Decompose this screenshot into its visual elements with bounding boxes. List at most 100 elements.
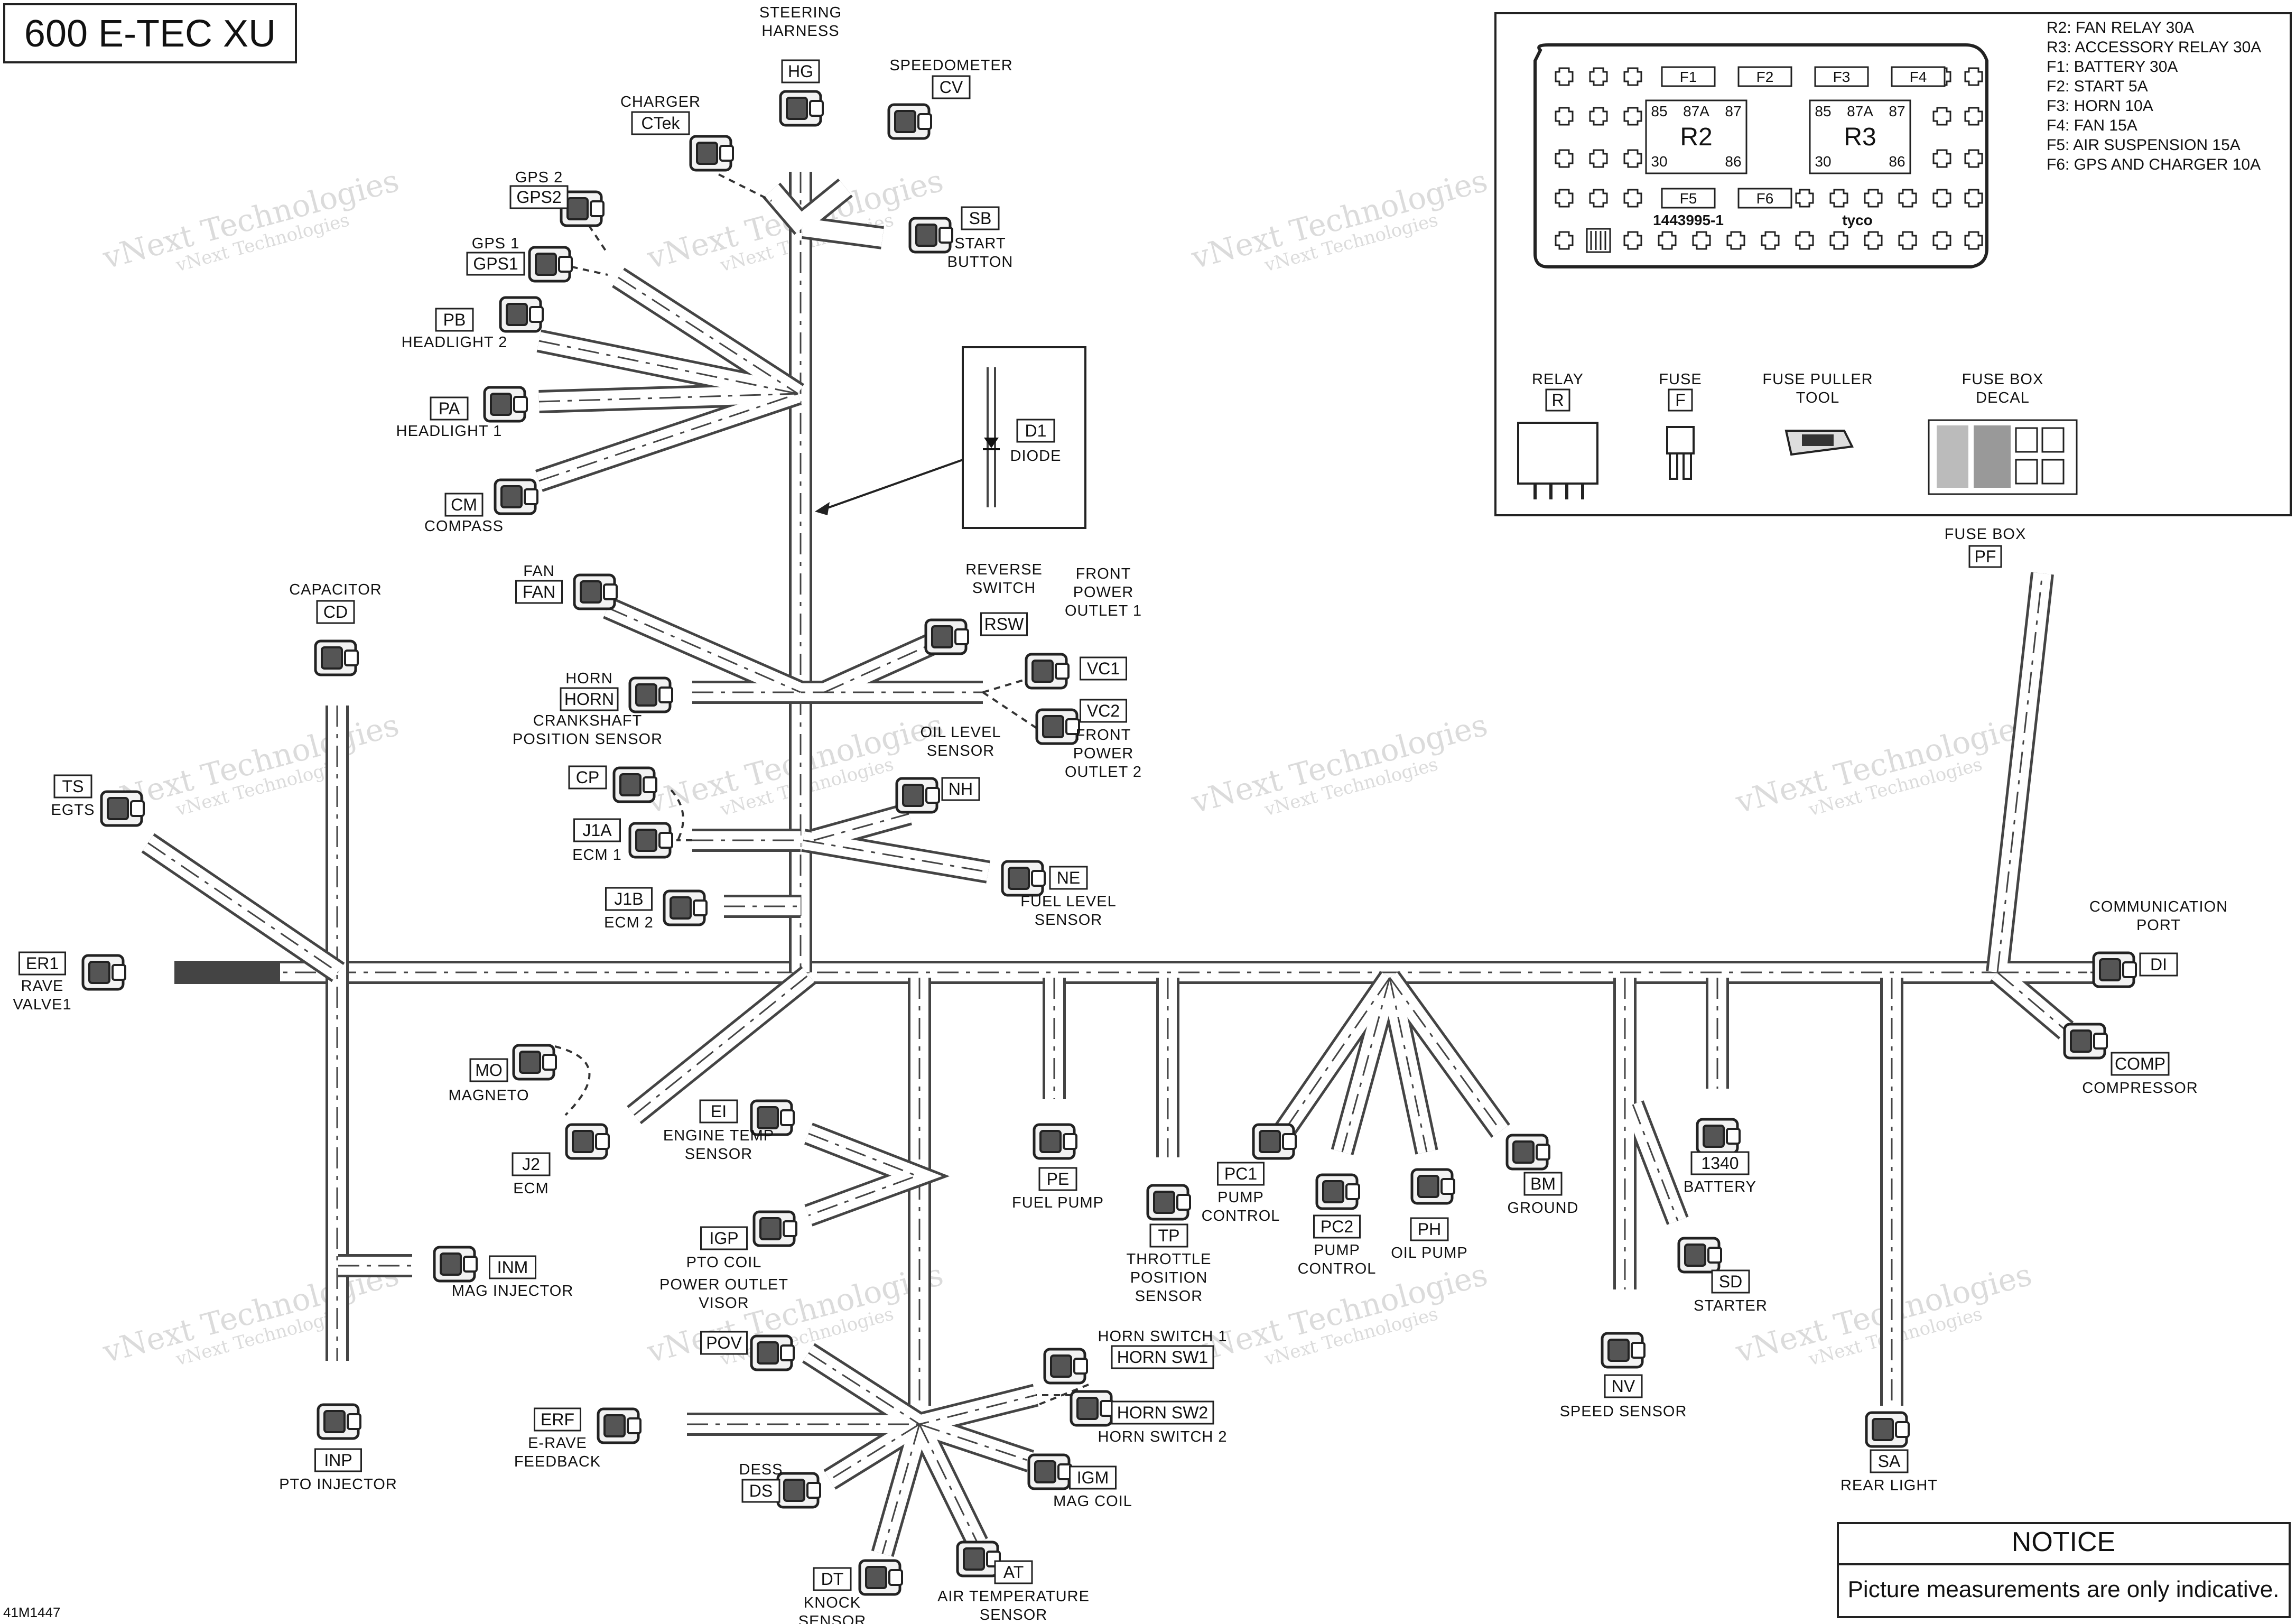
connector-er1 [81, 954, 126, 991]
connector-pb [499, 296, 544, 333]
code-dt: DT [821, 1570, 844, 1589]
code-horn-sw1: HORN SW1 [1117, 1348, 1208, 1367]
connector-j1b [663, 889, 708, 926]
relay-name: R2 [1680, 123, 1712, 151]
fuse-slot-f5: F5 [1661, 188, 1716, 209]
connector-igm [1027, 1453, 1072, 1490]
connector-pc2 [1315, 1173, 1360, 1210]
connector-comp [2063, 1023, 2108, 1060]
label-1340: BATTERY [1684, 1178, 1756, 1195]
title-block: 600 E-TEC XU [3, 3, 297, 63]
fuse-slot-f3: F3 [1814, 66, 1869, 87]
code-ei: EI [711, 1102, 727, 1121]
label-cd: CAPACITOR [289, 581, 382, 598]
legend-line: R2: FAN RELAY 30A [2047, 19, 2194, 36]
harness-wires [141, 172, 2114, 1557]
code-fan: FAN [523, 582, 555, 601]
relay-name: R3 [1844, 123, 1876, 151]
connector-sa [1865, 1411, 1910, 1448]
code-pb: PB [443, 310, 466, 329]
code-pa: PA [439, 399, 460, 418]
connector-vc2 [1035, 708, 1080, 745]
connector-pa [483, 386, 528, 423]
fuse-puller-part [1784, 430, 1854, 456]
label-cm: COMPASS [424, 518, 504, 535]
label-d1: DIODE [1010, 448, 1062, 465]
label-fan: FAN [523, 563, 554, 580]
watermark-text-large: vNext Technologies [643, 1256, 947, 1370]
code-bm: BM [1530, 1174, 1556, 1193]
connector-rsw [924, 618, 969, 655]
fuse-slot-f1: F1 [1661, 66, 1716, 87]
connector-ei [750, 1099, 795, 1136]
connector-pc1 [1252, 1123, 1297, 1160]
label-inm: MAG INJECTOR [452, 1283, 574, 1300]
connector-sb [908, 217, 953, 254]
code-pc1: PC1 [1224, 1164, 1257, 1183]
fuse-box-label-name: FUSE BOX [1945, 526, 2027, 543]
relay-pin: 85 [1815, 103, 1831, 119]
fuse-slot-f6: F6 [1737, 188, 1792, 209]
code-nh: NH [949, 779, 973, 799]
connector-horn [628, 676, 673, 713]
label-ctek: CHARGER [620, 94, 701, 110]
relay-pin: 86 [1725, 153, 1741, 170]
label-gps1: GPS 1 [472, 235, 519, 252]
label-gps2: GPS 2 [515, 169, 563, 186]
notice-text: Picture measurements are only indicative… [1848, 1576, 2280, 1602]
connector-bm [1505, 1134, 1550, 1171]
connector-ctek [689, 135, 734, 172]
fuse-box-part-number: 1443995-1 [1653, 212, 1724, 228]
connector-ph [1410, 1168, 1455, 1205]
label-mo: MAGNETO [448, 1087, 529, 1104]
code-inp: INP [324, 1451, 352, 1470]
label-sd: STARTER [1694, 1297, 1768, 1314]
label-j1b: ECM 2 [604, 914, 654, 931]
relay-part [1517, 422, 1598, 499]
fuse-part [1666, 426, 1695, 480]
component-inp: INP PTO INJECTOR [279, 1403, 397, 1493]
fuse-label: F5 [1680, 190, 1697, 207]
code-hg: HG [788, 62, 813, 81]
label-pe: FUEL PUMP [1012, 1194, 1104, 1211]
connector-di [2092, 951, 2137, 988]
code-pe: PE [1047, 1170, 1070, 1189]
label-inp: PTO INJECTOR [279, 1476, 397, 1493]
connector-cm [494, 478, 538, 515]
connector-1340 [1696, 1118, 1741, 1155]
code-d1: D1 [1025, 421, 1047, 440]
connector-inm [433, 1246, 478, 1283]
connector-hg [779, 90, 824, 127]
connector-ds [776, 1472, 821, 1509]
